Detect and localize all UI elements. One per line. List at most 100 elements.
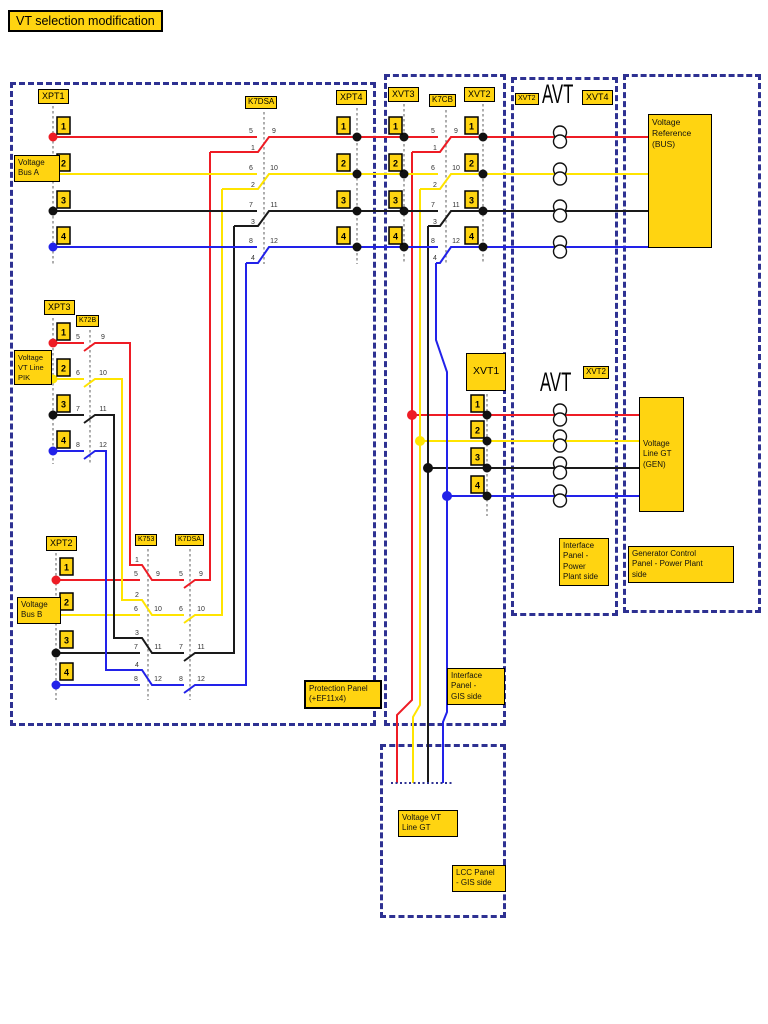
- svg-text:5: 5: [134, 571, 138, 578]
- svg-text:8: 8: [431, 238, 435, 245]
- svg-text:3: 3: [64, 636, 69, 646]
- svg-text:1: 1: [61, 328, 66, 338]
- svg-text:3: 3: [135, 630, 139, 637]
- svg-text:7: 7: [134, 644, 138, 651]
- voltage-bus-a-label: Voltage Bus A: [14, 155, 60, 182]
- svg-text:3: 3: [251, 219, 255, 226]
- svg-text:11: 11: [197, 644, 204, 651]
- gen-control-panel-label: Generator Control Panel - Power Plant si…: [628, 546, 734, 584]
- svg-text:6: 6: [249, 165, 253, 172]
- interface-pp-panel-label: Interface Panel - Power Plant side: [559, 538, 609, 586]
- svg-text:12: 12: [452, 238, 460, 245]
- k753-tag: K753: [135, 534, 158, 546]
- svg-text:2: 2: [433, 182, 437, 189]
- svg-text:2: 2: [61, 159, 66, 169]
- svg-text:8: 8: [179, 676, 183, 683]
- svg-text:6: 6: [76, 370, 80, 377]
- svg-text:11: 11: [154, 644, 161, 651]
- k72b-tag: K72B: [76, 315, 100, 327]
- protection-panel-label: Protection Panel (+EF11x4): [304, 680, 382, 709]
- avt-mid-transformer-icons: [552, 403, 568, 508]
- svg-text:11: 11: [99, 406, 106, 413]
- xvt2-terminal-squares: [464, 116, 479, 245]
- svg-text:10: 10: [154, 606, 162, 613]
- xvt3-tag: XVT3: [388, 87, 419, 102]
- xpt3-terminal-numbers: 12 34: [61, 328, 66, 446]
- svg-text:2: 2: [475, 426, 480, 436]
- svg-text:2: 2: [64, 598, 69, 608]
- svg-text:9: 9: [156, 571, 160, 578]
- k72b-contact-numbers: 5 9 6 10 7 11 8 12: [76, 334, 107, 449]
- svg-text:4: 4: [61, 232, 66, 242]
- svg-text:3: 3: [469, 196, 474, 206]
- svg-text:5: 5: [76, 334, 80, 341]
- xvt3-terminal-numbers: 12 34: [393, 122, 398, 242]
- xvt1-terminal-numbers: 12 34: [475, 400, 480, 491]
- xpt1-tag: XPT1: [38, 89, 69, 104]
- avt-top-transformer-icons: [552, 125, 568, 259]
- svg-text:1: 1: [475, 400, 480, 410]
- xvt2-pp-mid-tag: XVT2: [583, 366, 610, 379]
- voltage-line-gt-gen-label: Voltage Line GT (GEN): [639, 397, 684, 512]
- svg-text:1: 1: [135, 557, 139, 564]
- voltage-vt-line-gt-label: Voltage VT Line GT: [398, 810, 458, 837]
- interface-gis-panel-label: Interface Panel - GIS side: [447, 668, 505, 706]
- xpt4-terminal-squares: [336, 116, 351, 245]
- svg-text:5: 5: [179, 571, 183, 578]
- xpt4-terminal-numbers: 12 34: [341, 122, 346, 242]
- svg-text:5: 5: [249, 128, 253, 135]
- xpt3-tag: XPT3: [44, 300, 75, 315]
- svg-text:6: 6: [431, 165, 435, 172]
- svg-text:7: 7: [249, 202, 253, 209]
- terminal-strip-lines: [52, 104, 488, 700]
- svg-text:4: 4: [135, 662, 139, 669]
- svg-text:1: 1: [393, 122, 398, 132]
- svg-text:3: 3: [61, 400, 66, 410]
- svg-text:9: 9: [272, 128, 276, 135]
- avt-mid-label: AVT: [540, 367, 572, 397]
- svg-text:3: 3: [341, 196, 346, 206]
- svg-text:12: 12: [99, 442, 107, 449]
- svg-text:2: 2: [135, 592, 139, 599]
- svg-text:4: 4: [475, 481, 480, 491]
- svg-text:7: 7: [179, 644, 183, 651]
- xvt2-terminal-numbers: 12 34: [469, 122, 474, 242]
- svg-text:10: 10: [99, 370, 107, 377]
- voltage-reference-bus-label: Voltage Reference (BUS): [648, 114, 712, 248]
- svg-text:7: 7: [76, 406, 80, 413]
- svg-text:6: 6: [134, 606, 138, 613]
- svg-text:9: 9: [101, 334, 105, 341]
- svg-text:1: 1: [251, 145, 255, 152]
- svg-text:4: 4: [251, 255, 255, 262]
- protection-panel-outline: [10, 82, 376, 726]
- svg-text:4: 4: [393, 232, 398, 242]
- svg-text:1: 1: [433, 145, 437, 152]
- xpt2-tag: XPT2: [46, 536, 77, 551]
- voltage-bus-b-label: Voltage Bus B: [17, 597, 61, 624]
- k7cb-tag: K7CB: [429, 94, 456, 107]
- svg-text:1: 1: [341, 122, 346, 132]
- svg-text:4: 4: [341, 232, 346, 242]
- xvt2-gis-tag: XVT2: [464, 87, 495, 102]
- svg-text:10: 10: [197, 606, 205, 613]
- junction-dots: [48, 132, 492, 690]
- svg-text:4: 4: [64, 668, 69, 678]
- svg-text:1: 1: [64, 563, 69, 573]
- svg-text:12: 12: [197, 676, 205, 683]
- svg-text:2: 2: [61, 364, 66, 374]
- svg-text:2: 2: [469, 159, 474, 169]
- svg-text:10: 10: [452, 165, 460, 172]
- svg-text:8: 8: [76, 442, 80, 449]
- xvt3-terminal-squares: [388, 116, 403, 245]
- svg-text:7: 7: [431, 202, 435, 209]
- gen-control-panel-outline: [623, 74, 761, 613]
- svg-text:3: 3: [433, 219, 437, 226]
- svg-text:1: 1: [469, 122, 474, 132]
- voltage-vt-line-pik-label: Voltage VT Line PIK: [14, 350, 52, 386]
- svg-text:8: 8: [249, 238, 253, 245]
